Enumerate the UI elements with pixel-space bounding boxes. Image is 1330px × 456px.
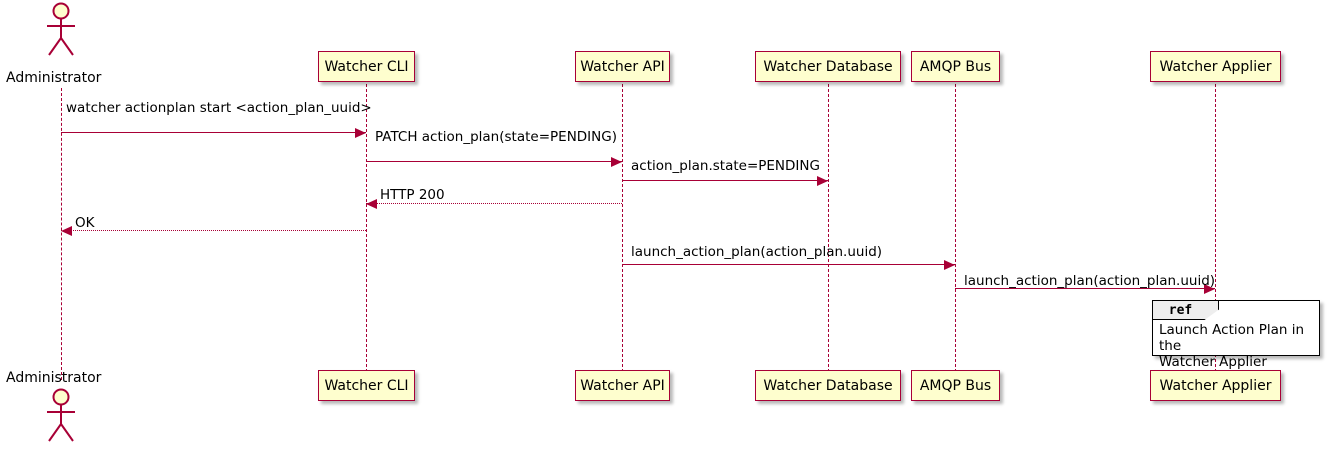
lifeline-watcher-database <box>828 84 829 372</box>
message-line-http-200 <box>366 203 622 204</box>
participant-watcher-api-header[interactable]: Watcher API <box>575 51 670 82</box>
participant-watcher-database-footer[interactable]: Watcher Database <box>755 370 901 401</box>
actor-administrator-bottom-label: Administrator <box>6 370 102 386</box>
message-arrowhead-http-200 <box>366 198 377 209</box>
lifeline-watcher-applier <box>1215 84 1216 372</box>
participant-label: Watcher Database <box>763 377 893 394</box>
ref-fragment-body: Launch Action Plan in the Watcher Applie… <box>1159 322 1305 370</box>
message-label-action-plan-state-pending: action_plan.state=PENDING <box>631 158 820 174</box>
message-arrowhead-actionplan-start <box>355 127 366 138</box>
message-label-actionplan-start: watcher actionplan start <action_plan_uu… <box>66 100 372 116</box>
message-line-ok <box>61 230 366 231</box>
message-arrowhead-launch-action-plan-applier <box>1204 283 1215 294</box>
lifeline-watcher-cli <box>366 84 367 372</box>
actor-administrator-bottom-icon <box>39 388 83 444</box>
message-arrowhead-patch-action-plan <box>611 156 622 167</box>
message-line-actionplan-start <box>61 132 366 133</box>
participant-watcher-applier-header[interactable]: Watcher Applier <box>1150 51 1281 82</box>
lifeline-amqp-bus <box>955 84 956 372</box>
participant-watcher-cli-header[interactable]: Watcher CLI <box>318 51 415 82</box>
message-arrowhead-launch-action-plan-amqp <box>944 259 955 270</box>
ref-fragment-tab: ref <box>1153 301 1219 320</box>
message-label-ok: OK <box>75 215 95 231</box>
participant-label: Watcher Database <box>763 58 893 75</box>
actor-administrator-top-icon <box>39 2 83 58</box>
participant-amqp-bus-footer[interactable]: AMQP Bus <box>911 370 1000 401</box>
participant-label: AMQP Bus <box>919 58 992 75</box>
participant-label: Watcher API <box>580 377 665 394</box>
message-label-patch-action-plan: PATCH action_plan(state=PENDING) <box>375 129 617 145</box>
message-label-launch-action-plan-applier: launch_action_plan(action_plan.uuid) <box>964 273 1216 289</box>
message-arrowhead-ok <box>61 225 72 236</box>
actor-administrator-top-label: Administrator <box>6 70 102 86</box>
participant-watcher-applier-footer[interactable]: Watcher Applier <box>1150 370 1281 401</box>
message-line-launch-action-plan-amqp <box>622 264 955 265</box>
participant-label: Watcher CLI <box>324 58 409 75</box>
participant-watcher-cli-footer[interactable]: Watcher CLI <box>318 370 415 401</box>
message-label-http-200: HTTP 200 <box>380 187 445 203</box>
participant-watcher-database-header[interactable]: Watcher Database <box>755 51 901 82</box>
participant-label: Watcher Applier <box>1159 58 1272 75</box>
message-label-launch-action-plan-amqp: launch_action_plan(action_plan.uuid) <box>631 244 883 260</box>
message-line-patch-action-plan <box>366 161 622 162</box>
participant-amqp-bus-header[interactable]: AMQP Bus <box>911 51 1000 82</box>
message-arrowhead-action-plan-state-pending <box>817 175 828 186</box>
participant-label: Watcher Applier <box>1159 377 1272 394</box>
message-line-launch-action-plan-applier <box>955 288 1215 289</box>
participant-label: AMQP Bus <box>919 377 992 394</box>
participant-label: Watcher API <box>580 58 665 75</box>
message-line-action-plan-state-pending <box>622 180 828 181</box>
participant-label: Watcher CLI <box>324 377 409 394</box>
lifeline-watcher-api <box>622 84 623 372</box>
participant-watcher-api-footer[interactable]: Watcher API <box>575 370 670 401</box>
